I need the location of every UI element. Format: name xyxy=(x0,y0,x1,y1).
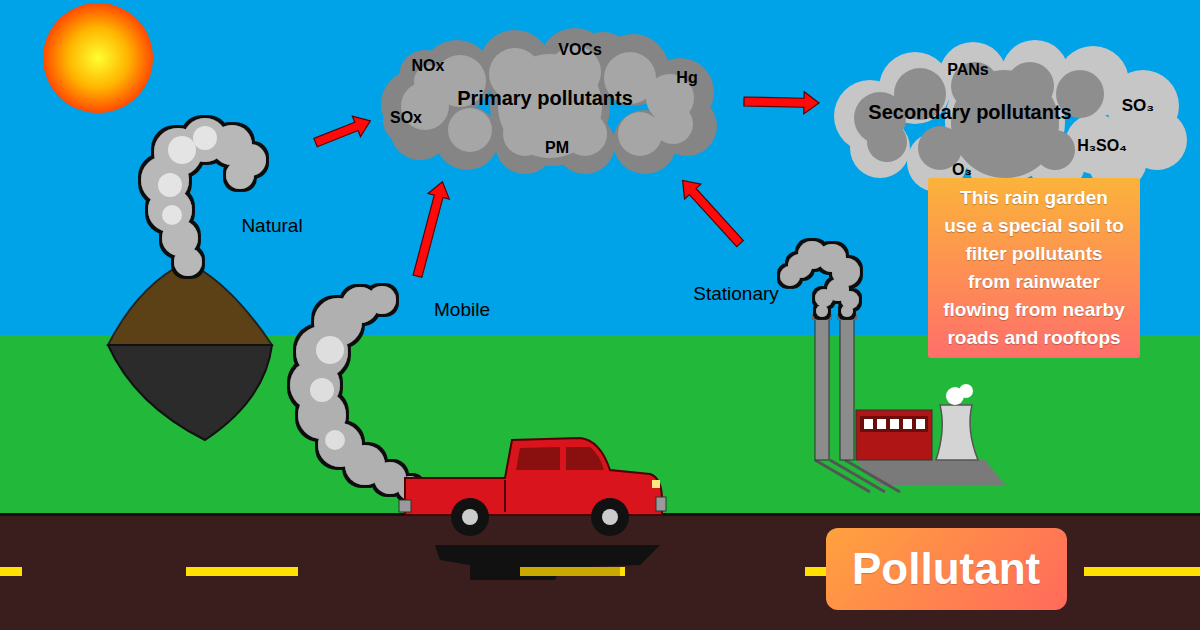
note-text: This rain garden use a special soil to f… xyxy=(942,184,1126,352)
steam-puff xyxy=(946,384,973,405)
factory-windows xyxy=(864,419,925,429)
wheel-hub xyxy=(602,509,618,525)
smoke-puff xyxy=(168,136,196,164)
factory-base-lines xyxy=(815,460,900,492)
pollutant-cloud: NOx VOCsHgPrimary pollutantsSOxPM xyxy=(375,26,720,176)
title-badge: Pollutant xyxy=(826,528,1067,610)
factory-window xyxy=(877,419,886,429)
volcano-smoke xyxy=(141,118,266,276)
factory-window xyxy=(916,419,925,429)
smoke-highlight xyxy=(158,126,217,225)
front-bumper xyxy=(656,497,666,511)
smoke-puff xyxy=(780,266,800,286)
volcano-base xyxy=(108,345,272,440)
flow-arrow xyxy=(744,92,819,114)
smoke-puff xyxy=(158,173,182,197)
source-label: Natural xyxy=(241,215,302,238)
flow-arrow xyxy=(314,116,370,147)
volcano-cone xyxy=(108,268,272,345)
cloud-puff xyxy=(975,134,1015,174)
pollutant-formula: SO₃ xyxy=(1122,96,1154,116)
smoke-puff xyxy=(316,336,344,364)
grass xyxy=(0,335,1200,517)
car-window xyxy=(566,447,604,470)
smoke-highlight xyxy=(310,336,345,450)
lane-dash xyxy=(0,567,22,576)
smoke-puff xyxy=(193,126,217,150)
cloud-puff xyxy=(448,108,492,152)
pollutant-formula: O₃ xyxy=(952,160,972,179)
source-label: Stationary xyxy=(693,283,779,306)
chimney xyxy=(815,318,829,460)
pollutant-formula: SOx xyxy=(390,108,422,127)
badge-text: Pollutant xyxy=(852,532,1040,606)
smoke-puff xyxy=(310,378,334,402)
factory-window xyxy=(864,419,873,429)
wheel xyxy=(591,498,629,536)
source-group: Natural xyxy=(140,128,310,240)
cloud-puff xyxy=(618,112,662,156)
lane-dash xyxy=(515,567,625,576)
cloud-title: Secondary pollutants xyxy=(868,100,1071,124)
factory-smoke xyxy=(780,241,860,317)
factory-building xyxy=(856,410,932,460)
wheel-hub xyxy=(462,509,478,525)
pollutant-formula: VOCs xyxy=(558,40,602,59)
source-group: Mobile xyxy=(295,282,500,512)
sun xyxy=(43,3,153,113)
rear-bumper xyxy=(399,500,411,512)
headlight xyxy=(652,480,660,488)
cooling-tower xyxy=(936,405,978,460)
pollutant-formula: Hg xyxy=(676,68,697,87)
smoke-puff xyxy=(815,289,833,307)
cloud-outer xyxy=(834,40,1187,194)
smoke-puff xyxy=(226,161,254,189)
cloud-outer xyxy=(381,28,717,174)
bed-line xyxy=(504,480,506,512)
car-window xyxy=(516,447,560,470)
flow-arrow xyxy=(413,182,449,278)
smoke-puff xyxy=(959,384,973,398)
flow-arrow xyxy=(683,180,744,246)
smoke-puff xyxy=(368,286,396,314)
note-box: This rain garden use a special soil to f… xyxy=(928,178,1140,358)
pollutant-formula: PANs xyxy=(947,60,989,79)
lane-dash xyxy=(1084,567,1200,576)
cloud-puff xyxy=(867,122,907,162)
pickup-body xyxy=(405,438,662,515)
pollutant-formula: H₃SO₄ xyxy=(1077,136,1127,155)
window-band xyxy=(860,416,928,432)
chimney xyxy=(840,318,854,460)
lane-dash-shadowed xyxy=(520,567,620,576)
pollutant-formula: PM xyxy=(545,138,569,157)
factory-window xyxy=(890,419,899,429)
smoke-puff xyxy=(841,305,853,317)
source-group: Stationary xyxy=(688,248,858,328)
cloud-inner xyxy=(401,46,694,158)
cloud-inner xyxy=(854,62,1104,178)
wheel xyxy=(451,498,489,536)
factory-window xyxy=(903,419,912,429)
factory-ground xyxy=(855,460,1005,485)
smoke-puff xyxy=(816,305,828,317)
smoke-puff xyxy=(325,430,345,450)
pollutant-formula: NOx xyxy=(412,56,445,75)
exhaust-smoke xyxy=(290,286,422,500)
car-shadow xyxy=(435,545,660,580)
pollutant-cloud: PANsSecondary pollutants SO₃ H₃SO₄ O₃ xyxy=(825,36,1190,196)
cloud-title: Primary pollutants xyxy=(457,86,633,110)
cloud-puff xyxy=(1035,130,1075,170)
lane-dash xyxy=(186,567,298,576)
source-label: Mobile xyxy=(434,299,490,322)
smoke-puff xyxy=(162,205,182,225)
